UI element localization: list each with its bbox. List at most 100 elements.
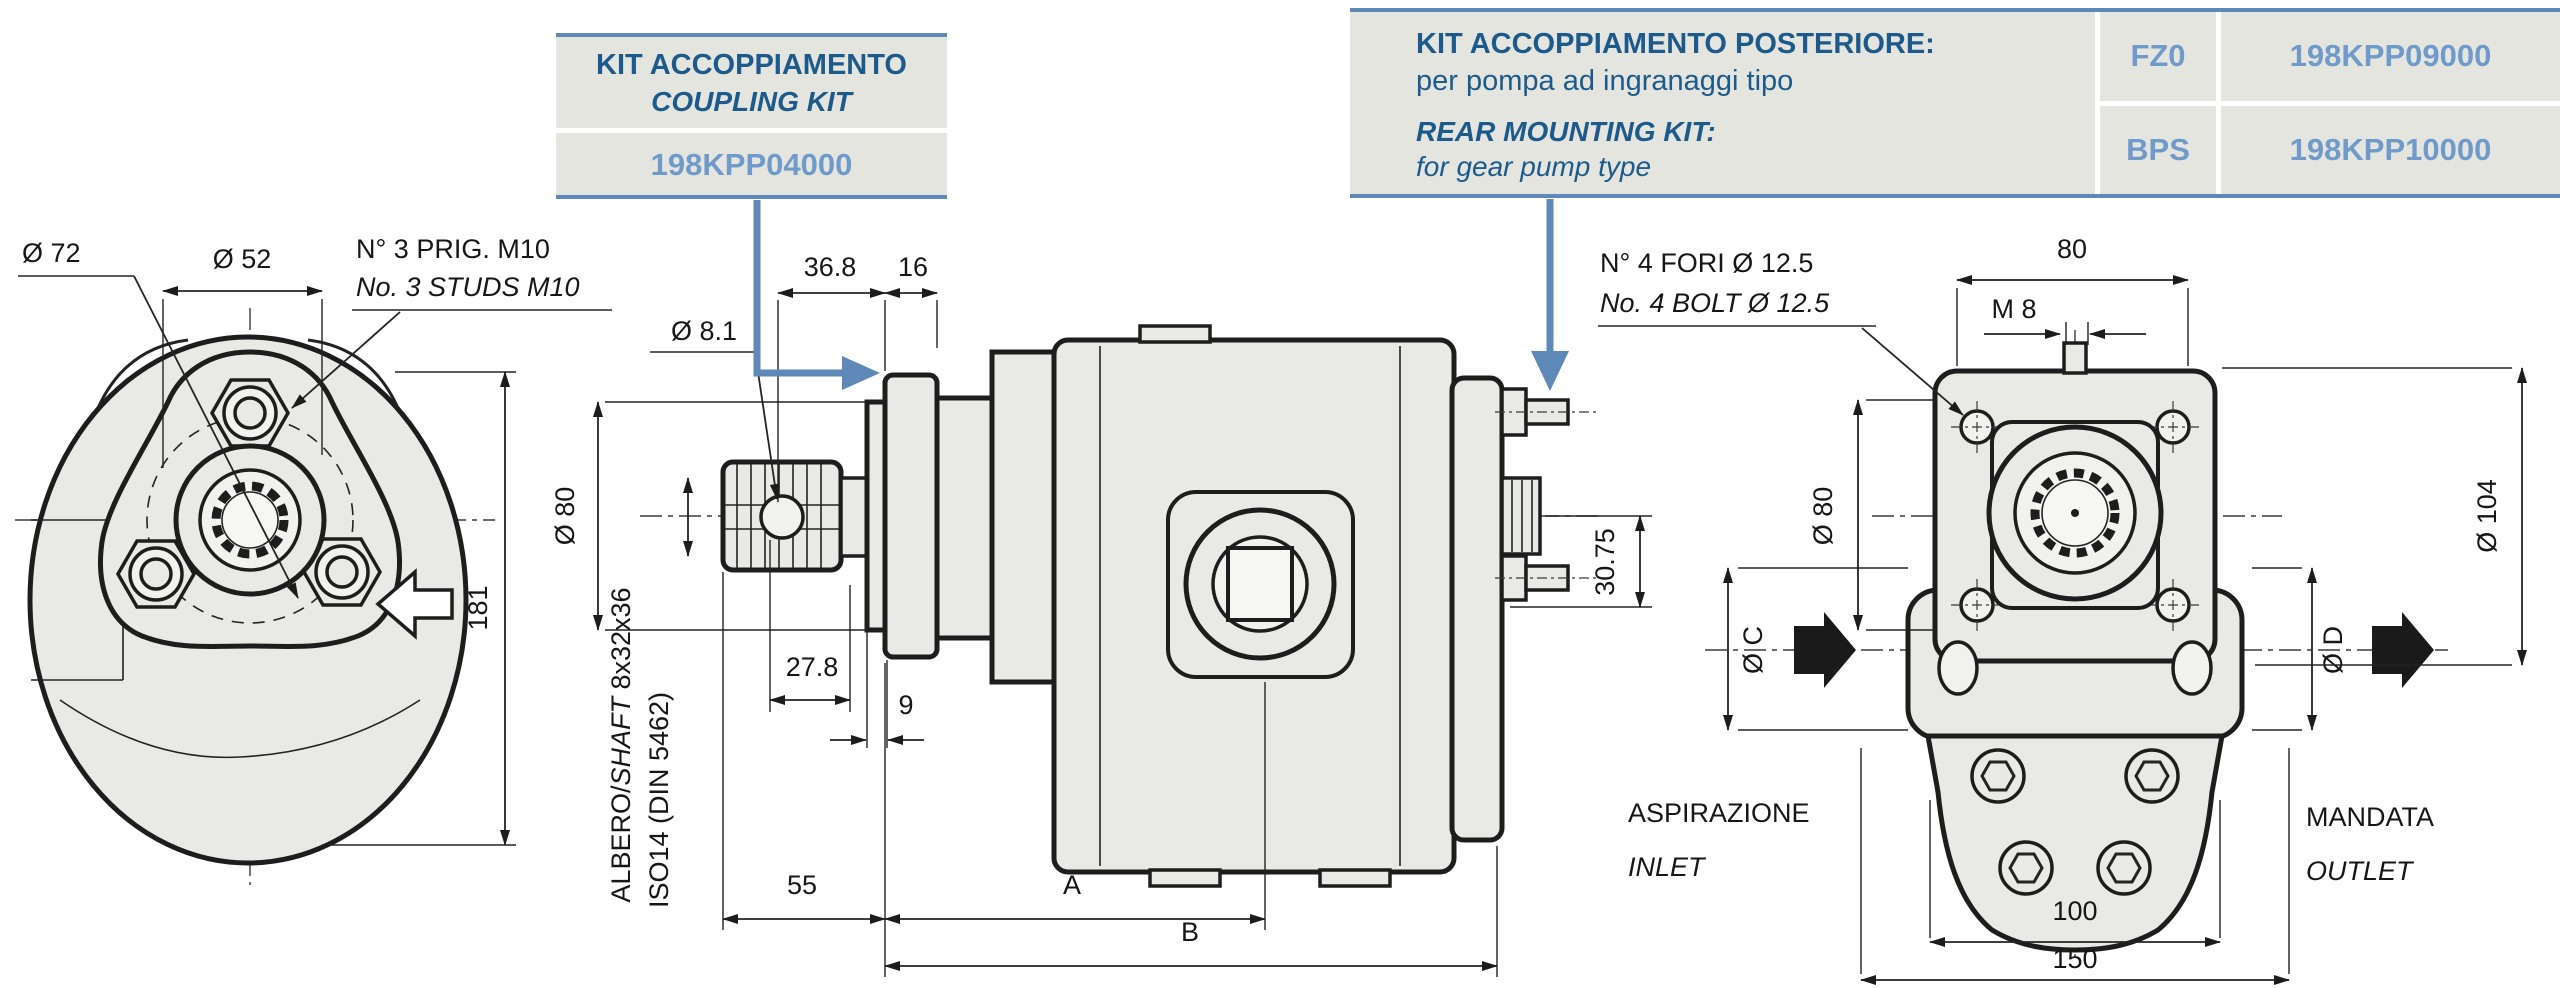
coupling-kit-callout: KIT ACCOPPIAMENTO COUPLING KIT 198KPP040… xyxy=(556,33,947,199)
body-bottom-tab-left xyxy=(1148,868,1222,888)
dim-label: 80 xyxy=(2057,234,2087,264)
shaft-collar xyxy=(839,476,869,558)
dim-label: Ø 80 xyxy=(550,487,580,546)
studs-label-it: N° 3 PRIG. M10 xyxy=(356,234,550,264)
stud-nut-bottom-right xyxy=(301,537,383,607)
dim-label: M 8 xyxy=(1991,294,2036,324)
body-bottom-tab-right xyxy=(1318,868,1392,888)
pump-type-code: BPS xyxy=(2100,105,2216,194)
dim-label-150: 150 xyxy=(2052,944,2097,974)
dim-label: Ø 104 xyxy=(2472,479,2502,553)
flange-bolt-holes xyxy=(1951,401,2199,631)
dim-label: Ø 8.1 xyxy=(671,316,737,346)
dim-label-B: B xyxy=(1181,917,1199,947)
m8-stud xyxy=(2062,341,2088,375)
dim-dia-104: Ø 104 xyxy=(2222,367,2527,666)
shaft-cross-hole xyxy=(759,494,805,540)
front-mounting-plate xyxy=(882,372,940,660)
rear-view: 80 M 8 N° 4 FORI Ø 12.5 No. 4 BOLT Ø 12.… xyxy=(1598,234,2527,985)
dim-dia-d-outlet: Ø D xyxy=(2252,567,2434,731)
divider xyxy=(556,128,947,133)
dim-dia52: Ø 52 xyxy=(162,244,323,468)
dim-27-8: 27.8 xyxy=(769,540,851,712)
rear-stud-bottom xyxy=(1495,554,1598,602)
casting-shoulder-left xyxy=(96,338,189,409)
dim-label: 16 xyxy=(898,252,928,282)
dim-label: Ø C xyxy=(1738,626,1768,674)
rear-kit-subtitle-line2: for gear pump type xyxy=(1416,151,1652,183)
side-port-boss xyxy=(1166,490,1355,679)
body-top-tab xyxy=(1138,324,1212,344)
holes-label-en: No. 4 BOLT Ø 12.5 xyxy=(1600,288,1830,318)
label-outlet: MANDATA OUTLET xyxy=(2306,802,2434,886)
holes-label-it: N° 4 FORI Ø 12.5 xyxy=(1600,248,1813,278)
stud-nut-bottom-left xyxy=(115,539,197,609)
side-view: 36.8 16 Ø 8.1 Ø 80 ALBERO/SHAFT 8x32x36 … xyxy=(550,252,1652,977)
rotation-direction-arrow-icon xyxy=(375,568,454,640)
rear-kit-text: KIT ACCOPPIAMENTO POSTERIORE: per pompa … xyxy=(1350,12,2095,194)
dim-label: Ø 72 xyxy=(22,238,81,268)
dim-80-top: 80 xyxy=(1956,234,2189,366)
body-section-lines xyxy=(1099,346,1401,866)
dim-label: 36.8 xyxy=(804,252,857,282)
rear-kit-title-line1: KIT ACCOPPIAMENTO POSTERIORE: xyxy=(1416,28,1935,60)
pump-type-code: FZ0 xyxy=(2100,12,2216,101)
part-number: 198KPP09000 xyxy=(2221,12,2560,101)
dim-label-55: 55 xyxy=(787,870,817,900)
dim-dia-80-side: Ø 80 xyxy=(550,401,865,631)
dims-bottom: 55 A B xyxy=(722,572,1498,977)
stud-nut-top xyxy=(209,378,291,448)
rear-kit-part-table: FZ0 198KPP09000 BPS 198KPP10000 xyxy=(2095,12,2560,194)
shaft-label-en: SHAFT xyxy=(606,695,636,786)
dim-dia-c-inlet: Ø C xyxy=(1723,567,1908,731)
inlet-flow-arrow-icon xyxy=(1794,612,1856,688)
shaft-label-standard: ISO14 (DIN 5462) xyxy=(644,692,674,908)
dim-label: 27.8 xyxy=(786,652,839,682)
leader-arrow-icon xyxy=(1531,351,1569,391)
outlet-flow-arrow-icon xyxy=(2372,612,2434,688)
shaft-label-it: ALBERO/ xyxy=(606,785,636,903)
port-flange-hole-left xyxy=(1937,640,1979,696)
dim-label-100: 100 xyxy=(2052,896,2097,926)
svg-text:ALBERO/SHAFT 8x32x36: ALBERO/SHAFT 8x32x36 xyxy=(606,587,636,902)
splined-bore-front xyxy=(173,443,327,597)
rear-kit-leader xyxy=(1531,199,1569,391)
label-shaft: ALBERO/SHAFT 8x32x36 ISO14 (DIN 5462) xyxy=(606,587,674,908)
inlet-label-en: INLET xyxy=(1628,852,1707,882)
dim-label-A: A xyxy=(1063,870,1081,900)
bell-housing xyxy=(989,349,1057,685)
dim-m8: M 8 xyxy=(1984,294,2146,345)
dim-dia-80-rear: Ø 80 xyxy=(1808,399,1936,631)
dim-100-150: 100 150 xyxy=(1860,748,2290,985)
label-bolt-holes: N° 4 FORI Ø 12.5 No. 4 BOLT Ø 12.5 xyxy=(1598,248,1964,416)
rear-kit-subtitle-line1: REAR MOUNTING KIT: xyxy=(1416,116,1716,148)
dim-label: Ø 52 xyxy=(213,244,272,274)
rear-kit-callout: KIT ACCOPPIAMENTO POSTERIORE: per pompa … xyxy=(1350,8,2560,198)
dim-label: 30.75 xyxy=(1590,528,1620,596)
rear-stud-top xyxy=(1495,387,1598,437)
label-inlet: ASPIRAZIONE INLET xyxy=(1628,798,1810,882)
splined-bore-rear xyxy=(1986,424,2164,602)
coupling-kit-part-number: 198KPP04000 xyxy=(650,147,853,182)
part-number: 198KPP10000 xyxy=(2221,105,2560,194)
outlet-label-en: OUTLET xyxy=(2306,856,2415,886)
inlet-label-it: ASPIRAZIONE xyxy=(1628,798,1810,828)
adapter-section xyxy=(934,395,995,641)
dim-30-75: 30.75 xyxy=(1510,515,1652,608)
pilot-spigot xyxy=(864,399,888,633)
coupling-kit-title: KIT ACCOPPIAMENTO xyxy=(596,49,907,81)
dim-label: Ø 80 xyxy=(1808,487,1838,546)
dim-label: Ø D xyxy=(2318,626,2348,674)
shaft-label-spec: 8x32x36 xyxy=(606,587,636,697)
dim-label: 181 xyxy=(463,585,493,630)
outlet-label-it: MANDATA xyxy=(2306,802,2434,832)
rear-cover xyxy=(1449,375,1505,843)
rear-kit-title-line2: per pompa ad ingranaggi tipo xyxy=(1416,65,1794,98)
studs-label-en: No. 3 STUDS M10 xyxy=(356,272,580,302)
dim-9: 9 xyxy=(830,558,924,748)
casting-contour xyxy=(59,699,421,759)
leader-arrow-icon xyxy=(842,356,880,390)
port-flange-hole-right xyxy=(2171,640,2213,696)
